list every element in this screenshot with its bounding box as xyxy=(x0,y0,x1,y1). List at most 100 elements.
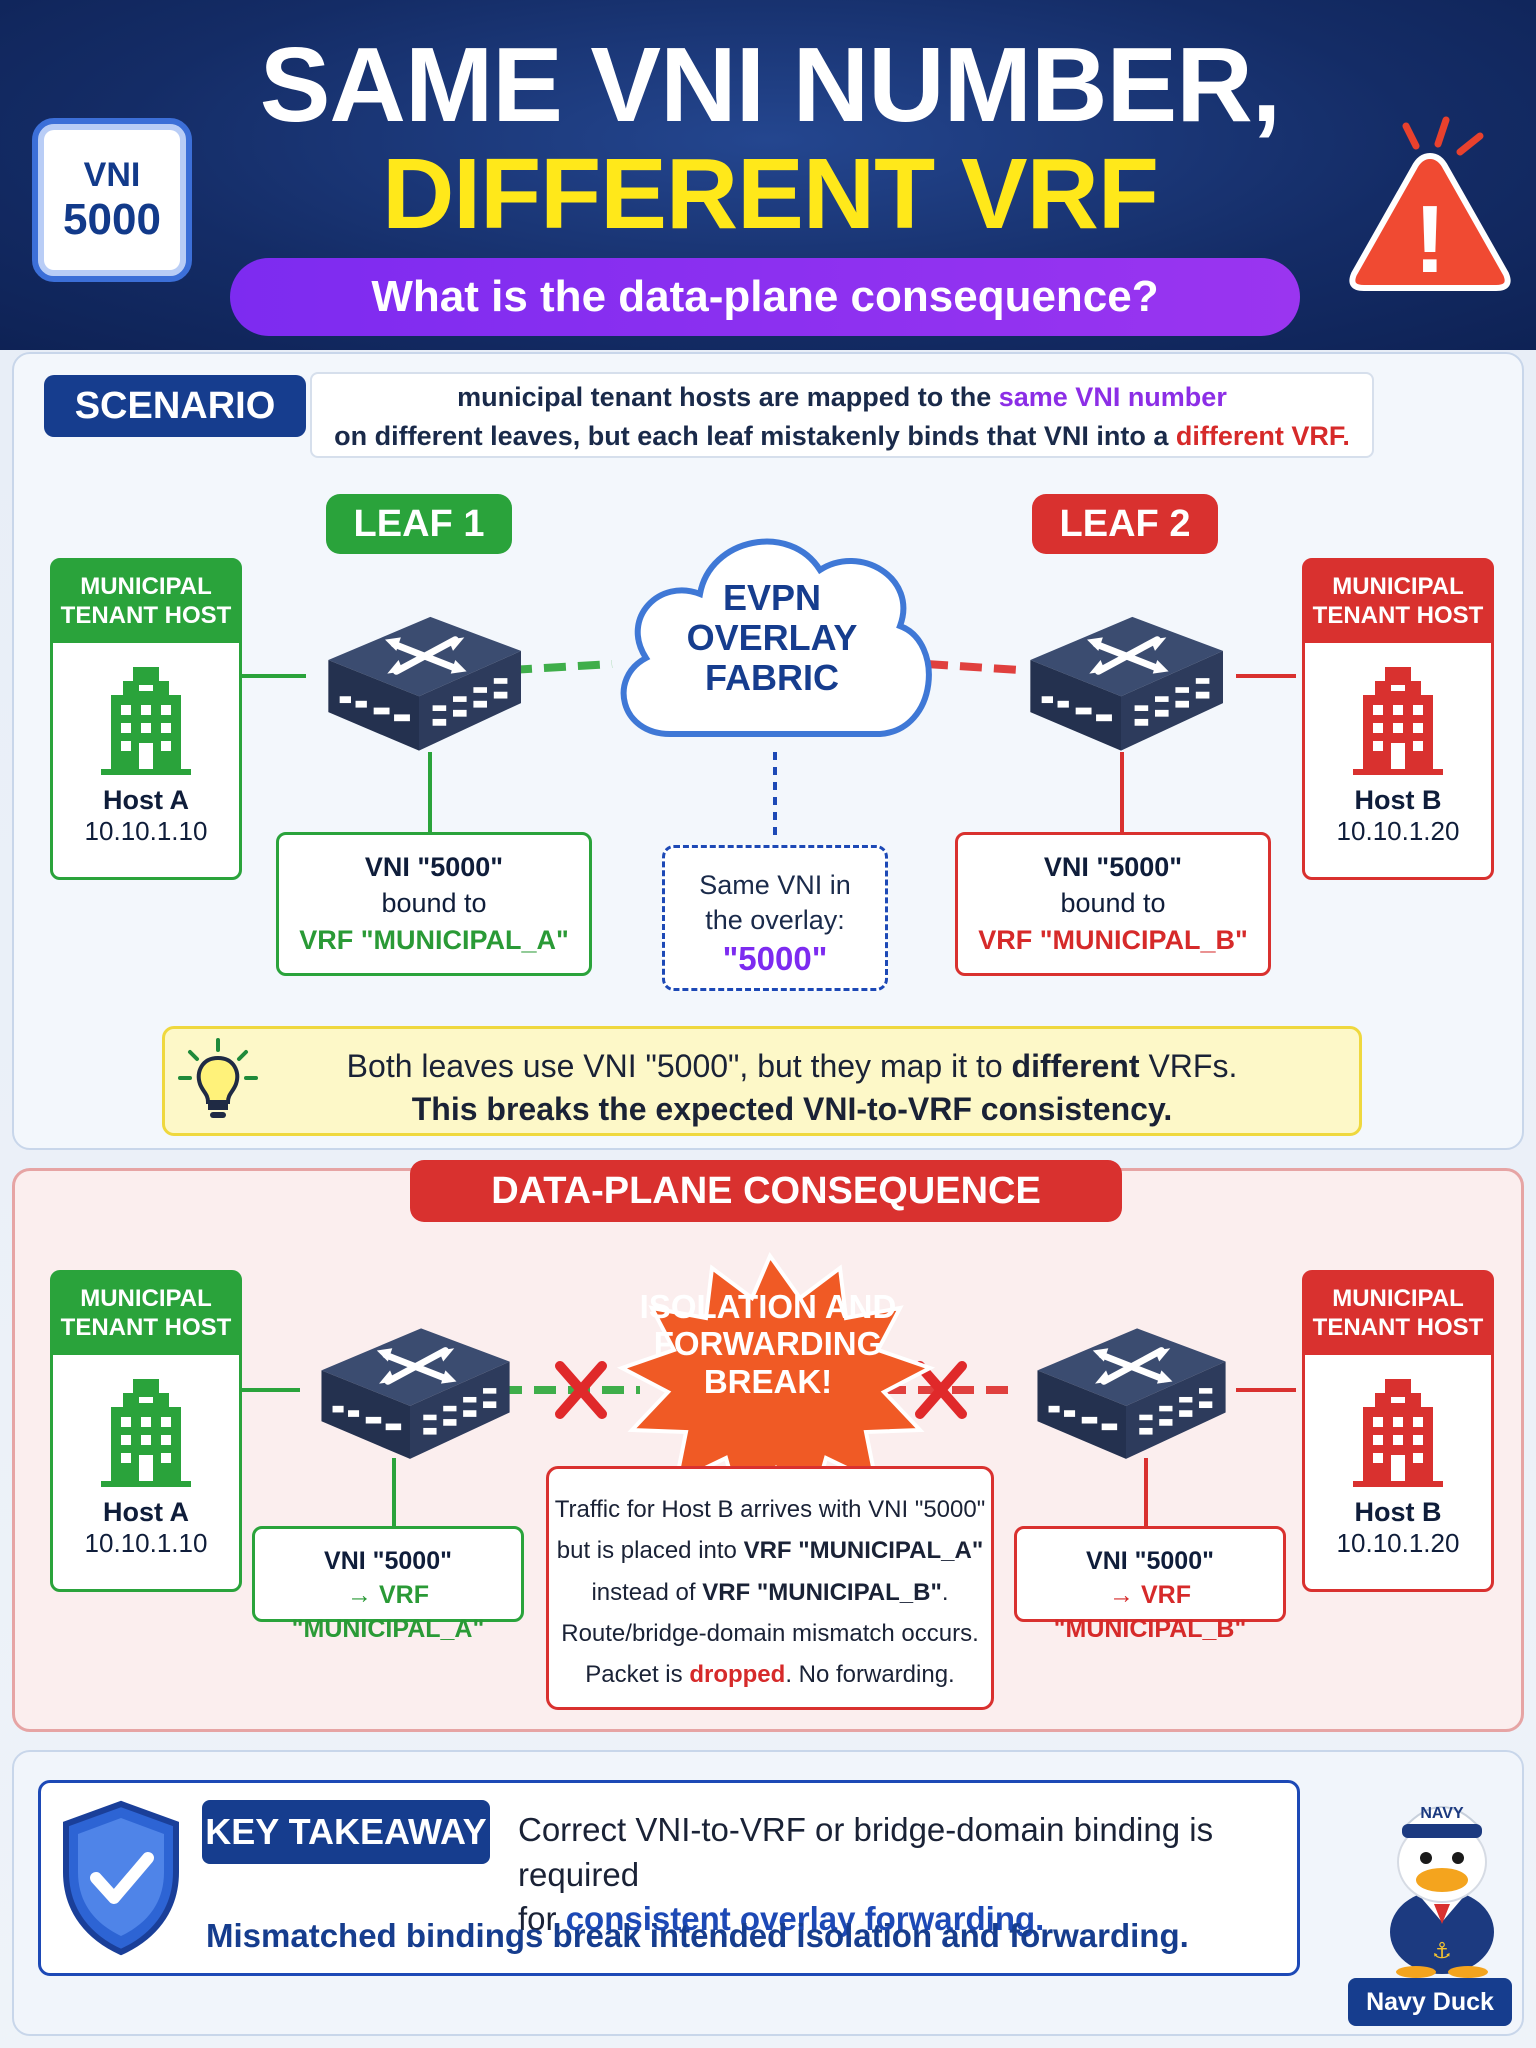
host-a-name: Host A xyxy=(103,785,189,815)
traffic-line: Traffic for Host B arrives with VNI "500… xyxy=(554,1496,986,1523)
traffic-dropped: dropped xyxy=(689,1661,786,1689)
overlay-vni-note: Same VNI in the overlay: "5000" xyxy=(662,845,888,991)
host-a-ip: 10.10.1.10 xyxy=(84,816,208,846)
building-icon xyxy=(101,1377,191,1487)
leaf2-map-box: VNI "5000" → VRF "MUNICIPAL_B" xyxy=(1014,1526,1286,1643)
binding-vrf: VRF "MUNICIPAL_A" xyxy=(299,924,569,955)
host-header-line: MUNICIPAL xyxy=(1332,573,1464,601)
host-header-line: MUNICIPAL xyxy=(1332,1285,1464,1313)
traffic-line: Route/bridge-domain mismatch occurs. xyxy=(561,1619,979,1647)
topology-links xyxy=(240,660,1296,842)
leaf1-binding-box: VNI "5000" bound to VRF "MUNICIPAL_A" xyxy=(276,832,592,976)
page-subtitle: What is the data-plane consequence? xyxy=(230,258,1300,336)
leaf2-overlay-link xyxy=(925,660,1021,674)
vni-badge-number: 5000 xyxy=(63,194,161,244)
warning-glyph: ! xyxy=(1414,186,1446,293)
overlay-note-line: Same VNI in xyxy=(699,870,851,900)
host-header-line: TENANT HOST xyxy=(60,602,232,629)
host-header-line: MUNICIPAL xyxy=(80,573,212,601)
burst-line: ISOLATION AND xyxy=(639,1288,897,1325)
evpn-cloud-icon: EVPN OVERLAY FABRIC xyxy=(620,538,932,737)
mascot-label: Navy Duck xyxy=(1348,1978,1512,2026)
shield-check-icon xyxy=(63,1800,179,1956)
building-icon xyxy=(1353,665,1443,775)
scenario-text-part: municipal tenant hosts are mapped to the xyxy=(457,382,999,412)
traffic-emphasis: VRF "MUNICIPAL_B" xyxy=(702,1578,942,1606)
vni-badge-label: VNI xyxy=(83,155,141,194)
insight-callout: Both leaves use VNI "5000", but they map… xyxy=(162,1026,1362,1136)
leaf2-switch-icon xyxy=(1008,1304,1244,1470)
traffic-text: Packet is xyxy=(585,1661,690,1689)
takeaway-summary: Mismatched bindings break intended isola… xyxy=(206,1917,1189,1954)
scenario-panel xyxy=(12,352,1524,1150)
host-a-ip: 10.10.1.10 xyxy=(84,1528,208,1558)
takeaway-line: Correct VNI-to-VRF or bridge-domain bind… xyxy=(518,1811,1214,1893)
leaf1-map-box: VNI "5000" → VRF "MUNICIPAL_A" xyxy=(252,1526,524,1643)
scenario-description: municipal tenant hosts are mapped to the… xyxy=(310,372,1374,458)
leaf1-label: LEAF 1 xyxy=(326,494,512,554)
cloud-label-line1: EVPN xyxy=(723,577,821,618)
scenario-tag: SCENARIO xyxy=(44,375,306,437)
building-icon xyxy=(1353,1377,1443,1487)
burst-line: BREAK! xyxy=(703,1362,833,1400)
host-b-ip: 10.10.1.20 xyxy=(1336,1528,1460,1558)
traffic-text: . xyxy=(941,1578,949,1606)
binding-vrf: VRF "MUNICIPAL_B" xyxy=(978,924,1248,955)
traffic-text: instead of xyxy=(591,1578,703,1606)
binding-text: bound to xyxy=(1060,888,1166,919)
consequence-links xyxy=(240,1251,1296,1526)
host-b-ip: 10.10.1.20 xyxy=(1336,816,1460,846)
traffic-emphasis: VRF "MUNICIPAL_A" xyxy=(743,1537,984,1565)
overlay-note-line: the overlay: xyxy=(705,905,845,936)
takeaway-emphasis: consistent overlay forwarding. xyxy=(565,1900,1045,1938)
broken-link-x-icon xyxy=(555,1361,607,1419)
takeaway-tag: KEY TAKEAWAY xyxy=(202,1800,490,1864)
map-vrf: → VRF "MUNICIPAL_B" xyxy=(1053,1580,1247,1643)
warning-icon: ! xyxy=(1349,116,1511,293)
traffic-explanation: Traffic for Host B arrives with VNI "500… xyxy=(546,1466,994,1710)
host-a-name: Host A xyxy=(103,1497,189,1527)
page-title-line1: SAME VNI NUMBER, xyxy=(259,26,1282,144)
tip-emphasis: different xyxy=(1011,1048,1140,1084)
host-header-line: TENANT HOST xyxy=(1312,1314,1484,1341)
binding-text: bound to xyxy=(381,888,487,919)
cloud-label-line3: FABRIC xyxy=(705,657,839,698)
burst-line: FORWARDING xyxy=(653,1325,883,1363)
takeaway-text: Correct VNI-to-VRF or bridge-domain bind… xyxy=(518,1808,1298,1942)
tip-text: VRFs. xyxy=(1139,1048,1238,1084)
traffic-text: but is placed into xyxy=(556,1537,744,1565)
tip-emphasis: breaks the expected VNI-to-VRF consisten… xyxy=(486,1091,1173,1128)
anchor-icon: ⚓ xyxy=(1432,1939,1452,1964)
leaf1-switch-icon xyxy=(292,1304,528,1470)
tip-text: This xyxy=(411,1091,487,1128)
scenario-highlight-same-vni: same VNI number xyxy=(998,382,1227,412)
navy-duck-mascot-icon: ⚓ NAVY xyxy=(1390,1805,1494,1978)
binding-vni: VNI "5000" xyxy=(1043,852,1183,882)
takeaway-text-part: for xyxy=(518,1900,566,1938)
scenario-text-part: on different leaves, but each leaf mista… xyxy=(334,421,1176,452)
overlay-note-value: "5000" xyxy=(722,940,828,978)
vni-badge: VNI 5000 xyxy=(32,118,192,282)
host-b-name: Host B xyxy=(1354,785,1442,815)
map-vni: VNI "5000" xyxy=(324,1547,452,1575)
mascot-hat-label: NAVY xyxy=(1420,1805,1464,1822)
burst-label: ISOLATION AND FORWARDING BREAK! xyxy=(598,1288,938,1400)
leaf2-binding-box: VNI "5000" bound to VRF "MUNICIPAL_B" xyxy=(955,832,1271,976)
cloud-label-line2: OVERLAY xyxy=(687,617,858,658)
host-header-line: MUNICIPAL xyxy=(80,1285,212,1313)
host-header-line: TENANT HOST xyxy=(60,1314,232,1341)
leaf2-switch-icon xyxy=(1000,592,1242,762)
leaf1-switch-icon xyxy=(298,592,540,762)
building-icon xyxy=(101,665,191,775)
map-vni: VNI "5000" xyxy=(1086,1547,1214,1575)
tip-text: Both leaves use VNI "5000", but they map… xyxy=(346,1048,1012,1084)
scenario-highlight-different-vrf: different VRF. xyxy=(1175,421,1350,452)
